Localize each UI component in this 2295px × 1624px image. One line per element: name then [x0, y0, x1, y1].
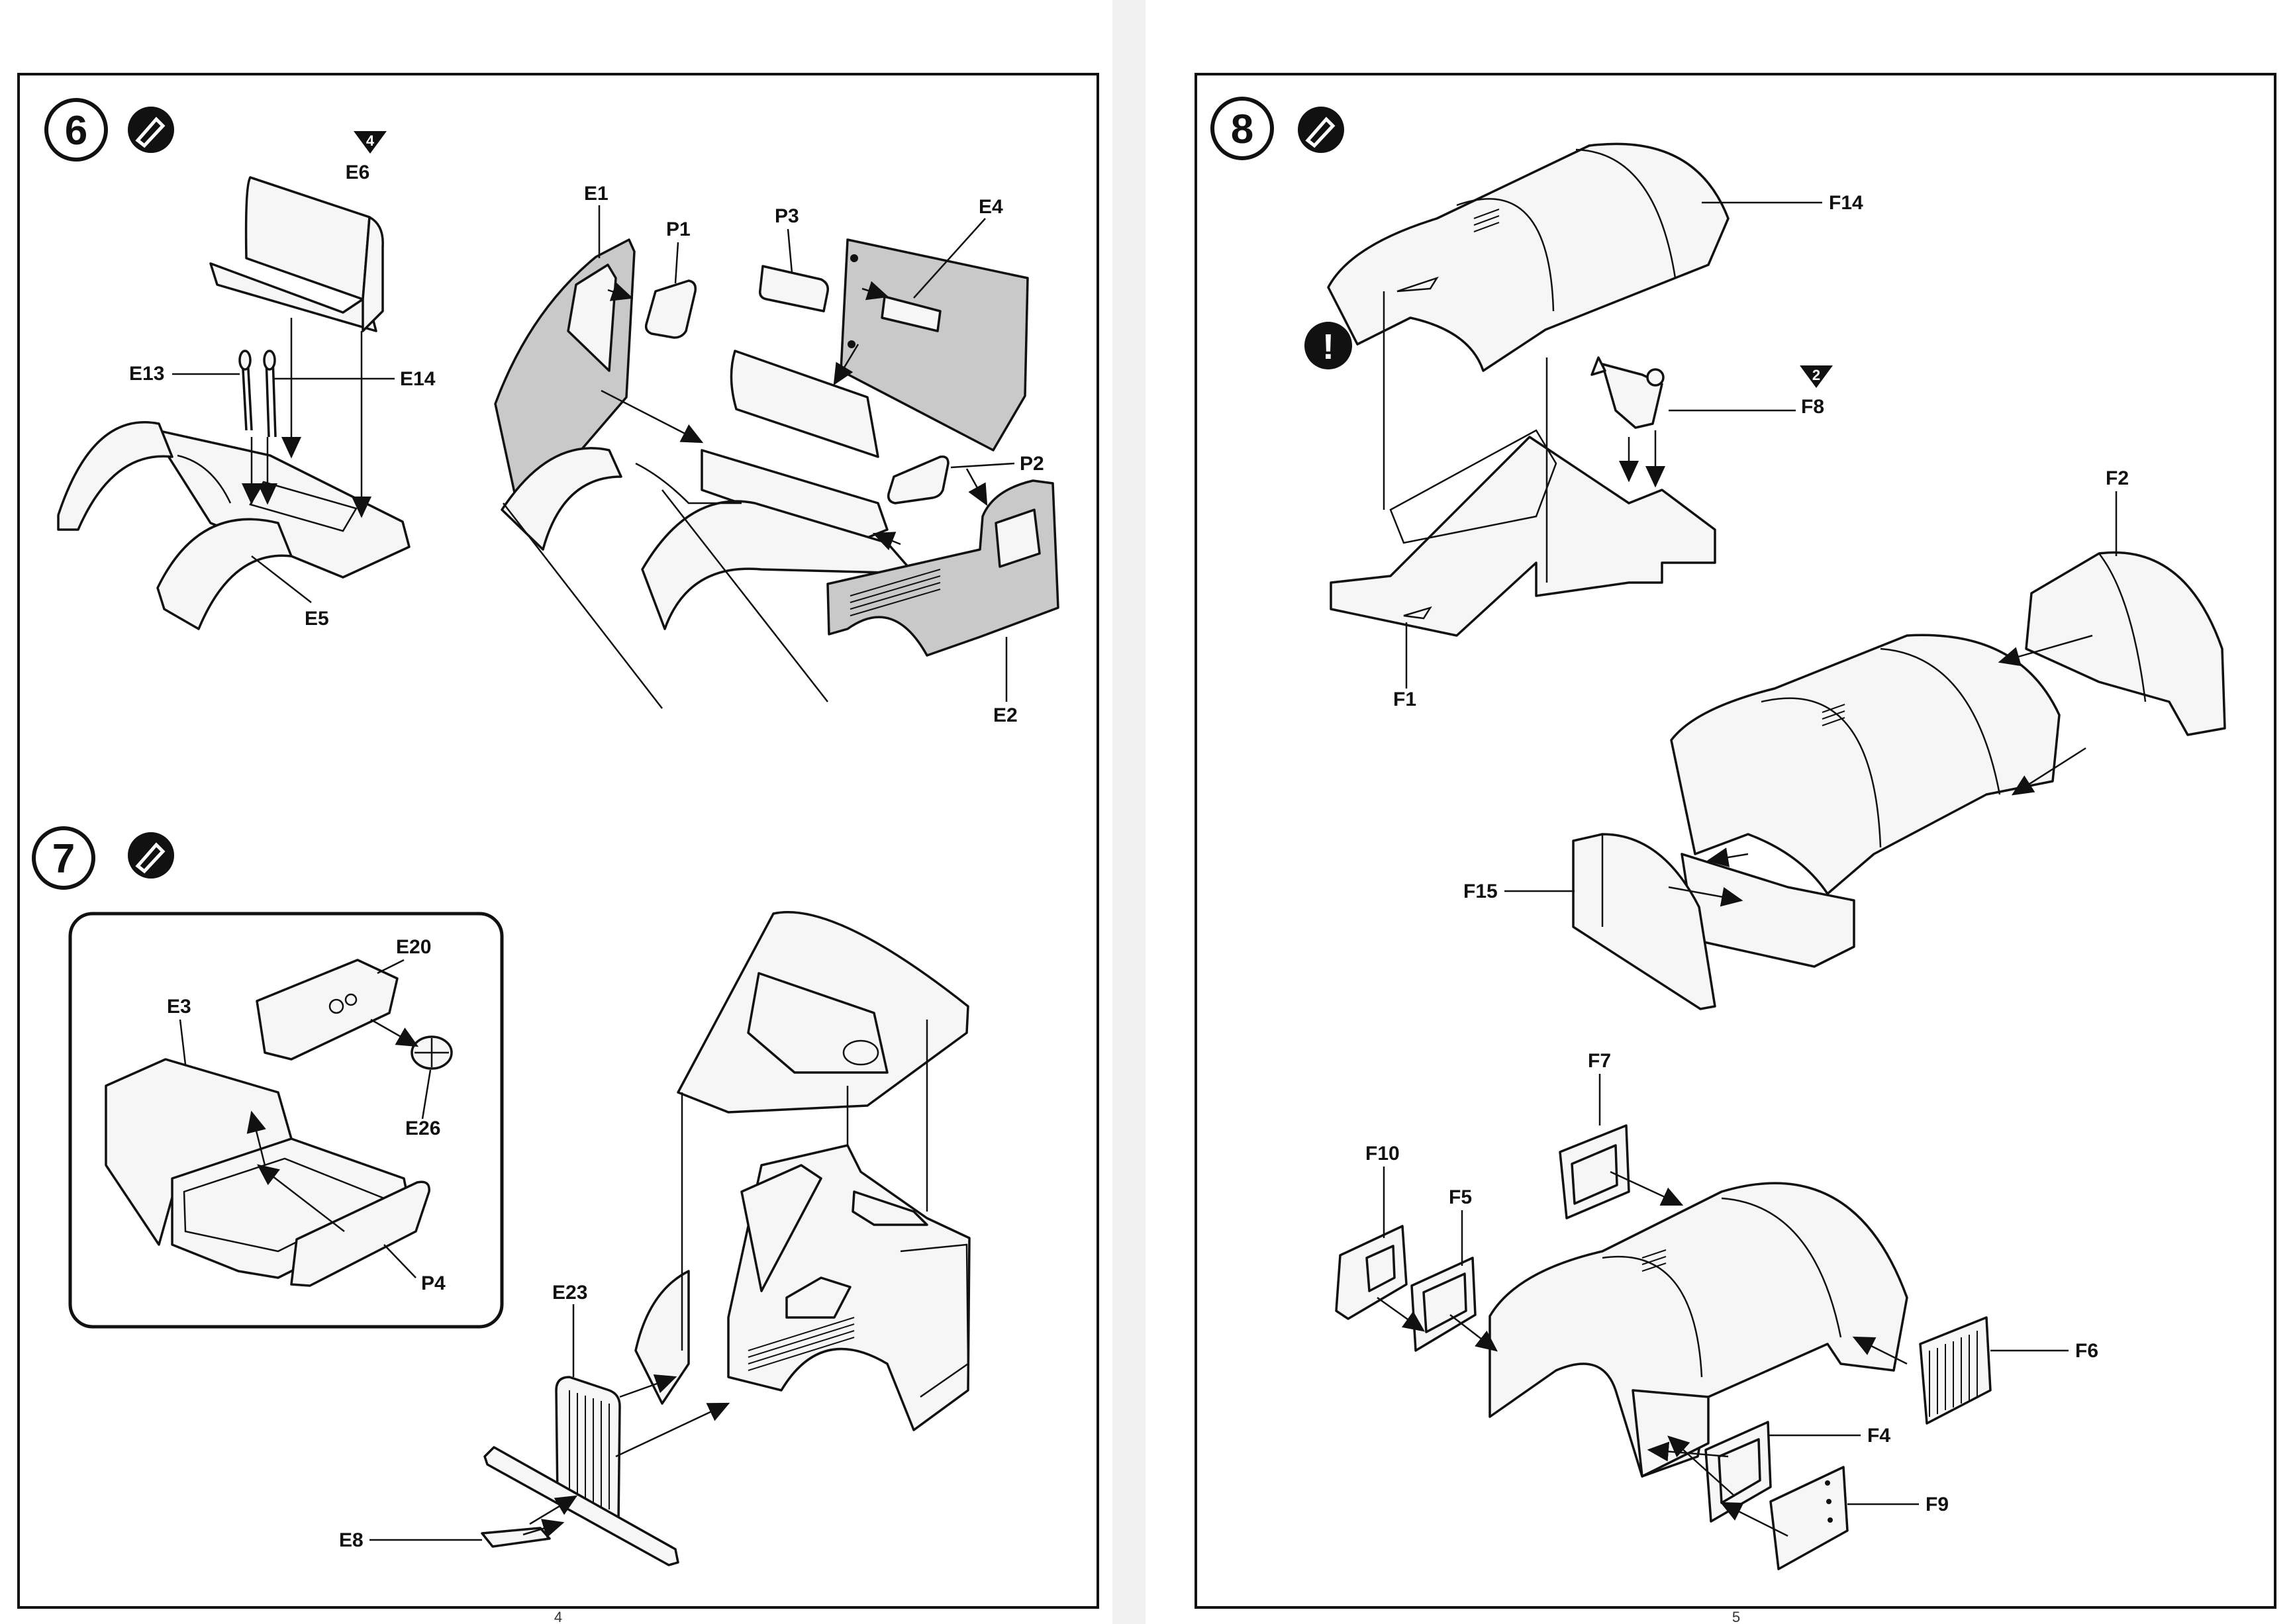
rear-panel-F2	[2025, 551, 2226, 736]
part-label-P4: P4	[421, 1272, 446, 1294]
seat-part	[209, 176, 384, 332]
page-number-right: 5	[1732, 1609, 1740, 1624]
door-panel-F9	[1769, 1466, 1849, 1570]
dashboard-part	[256, 959, 399, 1061]
windscreen-glass-P4	[290, 1180, 430, 1287]
part-label-E5: E5	[305, 608, 329, 630]
right-door-part	[826, 479, 1059, 657]
sub-assembly-badge: 2	[1800, 365, 1833, 388]
part-label-F2: F2	[2106, 467, 2129, 489]
paint-icon	[128, 832, 174, 879]
step-number-circle	[44, 98, 108, 162]
radiator-grille-part	[483, 1376, 679, 1566]
part-label-F7: F7	[1588, 1050, 1611, 1072]
cab-floor-assembly	[501, 447, 915, 630]
step-8-header: 8	[1210, 97, 1344, 160]
page-right-frame	[1195, 73, 2276, 1609]
part-label-F9: F9	[1926, 1494, 1949, 1515]
cab-body-assembly	[634, 1144, 971, 1431]
page-gutter	[1112, 0, 1146, 1624]
paint-icon	[1298, 107, 1344, 153]
part-label-P3: P3	[775, 205, 799, 227]
part-label-F5: F5	[1449, 1186, 1472, 1208]
part-label-E4: E4	[979, 196, 1003, 218]
part-label-E26: E26	[405, 1118, 440, 1139]
step-7-header: 7	[32, 826, 174, 890]
body-roof-F14	[1327, 142, 1730, 372]
bumper-part	[481, 1527, 551, 1548]
vent-grille-F6	[1919, 1316, 1992, 1425]
rear-body-assembly	[1489, 1182, 1908, 1478]
window-glass-P1	[644, 279, 697, 339]
cab-roof-assembly	[677, 911, 969, 1114]
door-frame-F4	[1704, 1421, 1772, 1523]
part-label-E3: E3	[167, 996, 191, 1018]
attention-icon: !	[1304, 322, 1352, 369]
step-number: 7	[52, 836, 75, 882]
step-number-circle	[32, 826, 95, 890]
part-label-P1: P1	[666, 218, 691, 240]
part-label-E14: E14	[400, 368, 436, 390]
step-6-header: 6	[44, 98, 174, 162]
part-label-E6: E6	[346, 162, 370, 183]
step-number-circle	[1210, 97, 1274, 160]
part-label-E13: E13	[129, 363, 164, 385]
door-vents	[850, 569, 941, 616]
badge-number: 4	[366, 132, 375, 149]
step-number: 6	[65, 108, 87, 154]
part-label-E23: E23	[552, 1282, 587, 1304]
front-panel-F15	[1572, 833, 1716, 1010]
part-label-F8: F8	[1801, 396, 1824, 418]
grab-handle-parts	[238, 350, 277, 438]
middle-body-assembly	[1670, 634, 2061, 968]
page-right: 5 8 ! 2	[1195, 73, 2276, 1624]
door-frame-F10	[1335, 1225, 1408, 1320]
bench-seat-part	[701, 350, 889, 544]
badge-number: 2	[1812, 367, 1820, 383]
part-label-E8: E8	[339, 1529, 364, 1551]
part-label-E2: E2	[993, 704, 1018, 726]
body-floor-F1	[1330, 429, 1716, 637]
part-label-F4: F4	[1867, 1425, 1890, 1447]
svg-text:!: !	[1322, 327, 1334, 367]
cab-floor-part	[57, 421, 411, 630]
page-left-frame	[17, 73, 1099, 1609]
door-frame-F7	[1559, 1124, 1630, 1219]
part-label-E1: E1	[584, 183, 609, 205]
part-label-F14: F14	[1829, 192, 1863, 214]
window-glass-P3	[758, 265, 830, 312]
paint-icon	[128, 107, 174, 153]
fuel-pump-F8	[1590, 356, 1665, 429]
part-label-F15: F15	[1463, 881, 1498, 902]
page-number-left: 4	[554, 1609, 562, 1624]
part-label-F1: F1	[1393, 689, 1416, 710]
door-panel-F5	[1410, 1257, 1477, 1352]
part-label-F6: F6	[2075, 1340, 2098, 1362]
page-left: 4 6 4	[17, 73, 1099, 1624]
steering-wheel-part	[411, 1035, 453, 1070]
left-door-part	[494, 238, 636, 511]
part-label-P2: P2	[1020, 453, 1044, 475]
part-label-E20: E20	[396, 936, 431, 958]
sub-assembly-badge: 4	[354, 131, 387, 154]
step-number: 8	[1231, 107, 1253, 152]
part-label-F10: F10	[1365, 1143, 1400, 1165]
window-glass-P2	[887, 455, 950, 504]
